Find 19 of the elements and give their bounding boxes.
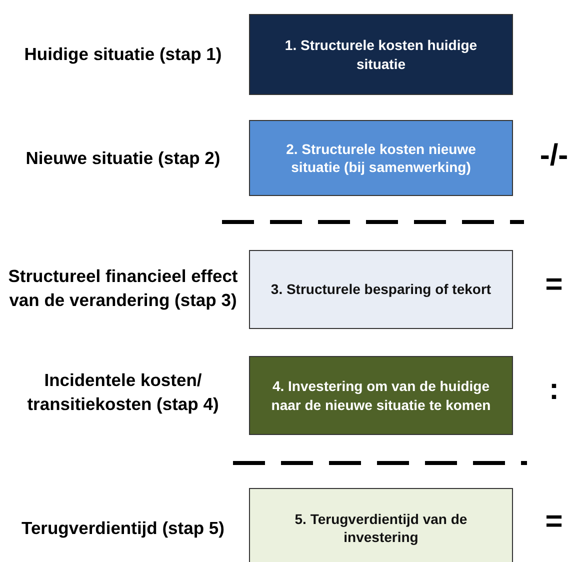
step-box — [249, 14, 513, 95]
step-text: 1. Structurele kosten huidige situatie — [284, 36, 478, 73]
row-label: Structureel financieel effect van de verandering (stap 3) — [7, 265, 239, 312]
operator-symbol: = — [545, 505, 563, 538]
step-box — [249, 356, 513, 435]
operator-symbol: = — [545, 268, 563, 301]
step-text: 3. Structurele besparing of tekort — [270, 280, 492, 299]
operator-symbol: : — [549, 373, 559, 406]
operator-symbol: -/- — [540, 139, 568, 172]
row-label: Incidentele kosten/ transitiekosten (stap 4) — [26, 369, 220, 416]
step-box — [249, 250, 513, 329]
row-label: Nieuwe situatie (stap 2) — [26, 147, 220, 170]
step-text: 4. Investering om van de huidige naar de nieuwe situatie te komen — [270, 377, 492, 414]
step-box — [249, 120, 513, 196]
row-label: Huidige situatie (stap 1) — [24, 43, 222, 66]
row-label: Terugverdientijd (stap 5) — [22, 517, 224, 540]
step-box — [249, 488, 513, 562]
step-text: 5. Terugverdientijd van de investering — [294, 510, 468, 546]
step-text: 2. Structurele kosten nieuwe situatie (bij samenwerking) — [285, 140, 477, 176]
